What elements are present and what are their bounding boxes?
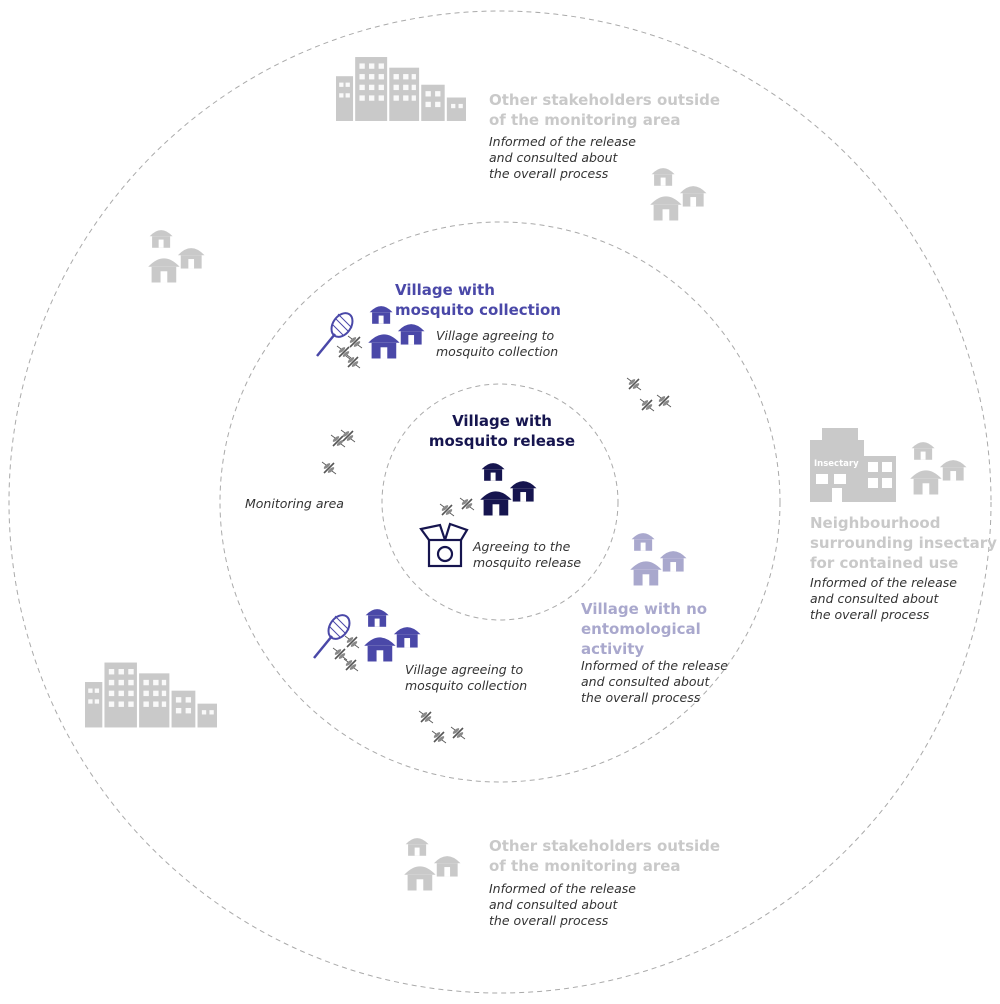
insectary-building-label: Insectary — [814, 459, 859, 469]
office-building-icon — [336, 57, 466, 121]
outer-ring — [8, 10, 992, 994]
hut-icon — [628, 527, 692, 591]
mosquito-icon — [343, 658, 359, 672]
mosquito-icon — [340, 429, 356, 443]
release-ring — [381, 383, 619, 621]
mosquito-icon — [656, 394, 672, 408]
mosquito-icon — [431, 730, 447, 744]
collection-village-desc: Village agreeing to mosquito collection — [436, 328, 559, 359]
no-activity-village-desc: Informed of the release and consulted ab… — [581, 658, 728, 705]
hut-icon — [648, 162, 712, 226]
outside-stakeholders-title: Other stakeholders outside of the monito… — [489, 91, 721, 129]
hut-icon — [362, 603, 426, 667]
monitoring-ring — [219, 221, 781, 783]
butterfly-net-icon — [316, 312, 354, 357]
hut-icon — [402, 832, 466, 896]
mosquito-icon — [639, 398, 655, 412]
mosquito-icon — [450, 726, 466, 740]
neighbourhood-title: Neighbourhood surrounding insectary for … — [810, 514, 997, 572]
hut-icon — [146, 224, 210, 288]
mosquito-icon — [439, 503, 455, 517]
mosquito-icon — [344, 635, 360, 649]
neighbourhood-desc: Informed of the release and consulted ab… — [810, 575, 957, 622]
mosquito-icon — [321, 461, 337, 475]
no-activity-village-title: Village with no entomological activity — [581, 600, 708, 658]
butterfly-net-icon — [313, 614, 351, 659]
collection-village-title: Village with mosquito collection — [395, 281, 561, 319]
hut-icon — [366, 300, 430, 364]
hut-icon — [908, 436, 972, 500]
mosquito-icon — [459, 497, 475, 511]
mosquito-icon — [345, 355, 361, 369]
release-village-desc: Agreeing to the mosquito release — [473, 539, 582, 570]
mosquito-icon — [626, 377, 642, 391]
insectary-building-icon — [810, 428, 896, 502]
monitoring-area-label: Monitoring area — [245, 496, 344, 511]
office-building-icon — [85, 662, 217, 728]
release-village-title: Village with mosquito release — [428, 412, 576, 450]
release-box-icon — [419, 522, 469, 568]
hut-icon — [478, 457, 542, 521]
mosquito-icon — [418, 710, 434, 724]
outside-stakeholders-desc: Informed of the release and consulted ab… — [489, 134, 636, 181]
outside-stakeholders-title: Other stakeholders outside of the monito… — [489, 837, 721, 875]
collection-village-desc: Village agreeing to mosquito collection — [405, 662, 528, 693]
outside-stakeholders-desc: Informed of the release and consulted ab… — [489, 881, 636, 928]
